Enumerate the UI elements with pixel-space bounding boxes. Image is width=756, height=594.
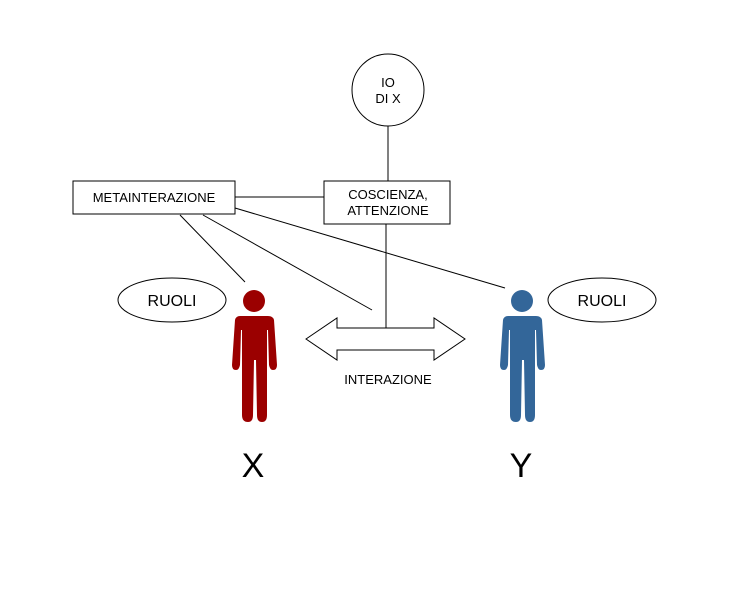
- io-di-x-node: IO DI X: [351, 53, 425, 127]
- coscienza-line1: COSCIENZA,: [348, 187, 427, 202]
- roles-right-label: RUOLI: [578, 293, 627, 310]
- metainterazione-node: METAINTERAZIONE: [72, 180, 236, 215]
- io-di-x-line2: DI X: [375, 91, 401, 106]
- roles-left-node: RUOLI: [117, 277, 227, 323]
- person-x-label: X: [242, 447, 265, 485]
- io-di-x-line1: IO: [381, 75, 395, 90]
- coscienza-attenzione-node: COSCIENZA, ATTENZIONE: [323, 180, 451, 225]
- metainterazione-label: METAINTERAZIONE: [93, 190, 216, 205]
- connector-meta-to-person-y: [234, 207, 506, 289]
- interaction-label: INTERAZIONE: [344, 372, 432, 387]
- coscienza-line2: ATTENZIONE: [347, 203, 429, 218]
- connector-meta-to-interaction: [202, 214, 373, 311]
- person-y-label: Y: [510, 447, 533, 485]
- interaction-double-arrow: INTERAZIONE: [305, 317, 466, 387]
- connector-meta-to-person-x: [179, 214, 246, 283]
- roles-left-label: RUOLI: [148, 293, 197, 310]
- person-y-icon: [500, 290, 545, 422]
- roles-right-node: RUOLI: [547, 277, 657, 323]
- person-x-icon: [232, 290, 277, 422]
